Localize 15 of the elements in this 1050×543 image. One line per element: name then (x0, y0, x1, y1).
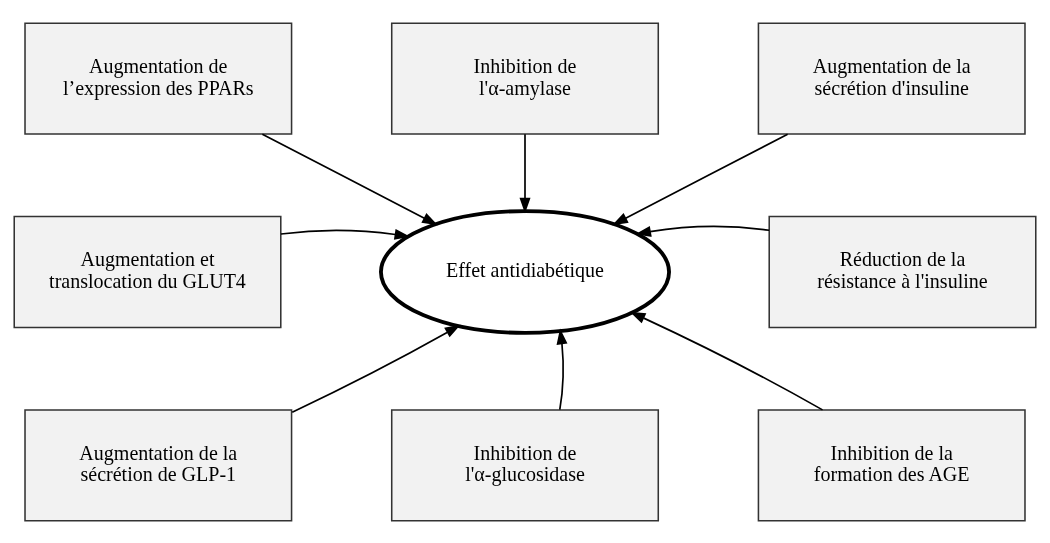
arrow (261, 132, 438, 225)
arrow (556, 328, 568, 410)
node-box: Inhibition de l'α-amylase (390, 21, 660, 135)
arrow (519, 132, 531, 213)
node-box: Réduction de la résistance à l'insuline (768, 215, 1037, 328)
node-box: Augmentation et translocation du GLUT4 (13, 215, 282, 328)
node-box: Augmentation de la sécrétion d'insuline (757, 21, 1026, 135)
node-box: Inhibition de la formation des AGE (757, 408, 1026, 522)
arrow (612, 132, 789, 225)
node-box: Inhibition de l'α-glucosidase (390, 408, 660, 522)
node-box: Augmentation de la sécrétion de GLP-1 (24, 408, 293, 522)
arrow (291, 324, 461, 413)
arrow (629, 311, 824, 411)
node-box: Augmentation de l’expression des PPARs (24, 21, 293, 135)
arrow (635, 225, 770, 237)
